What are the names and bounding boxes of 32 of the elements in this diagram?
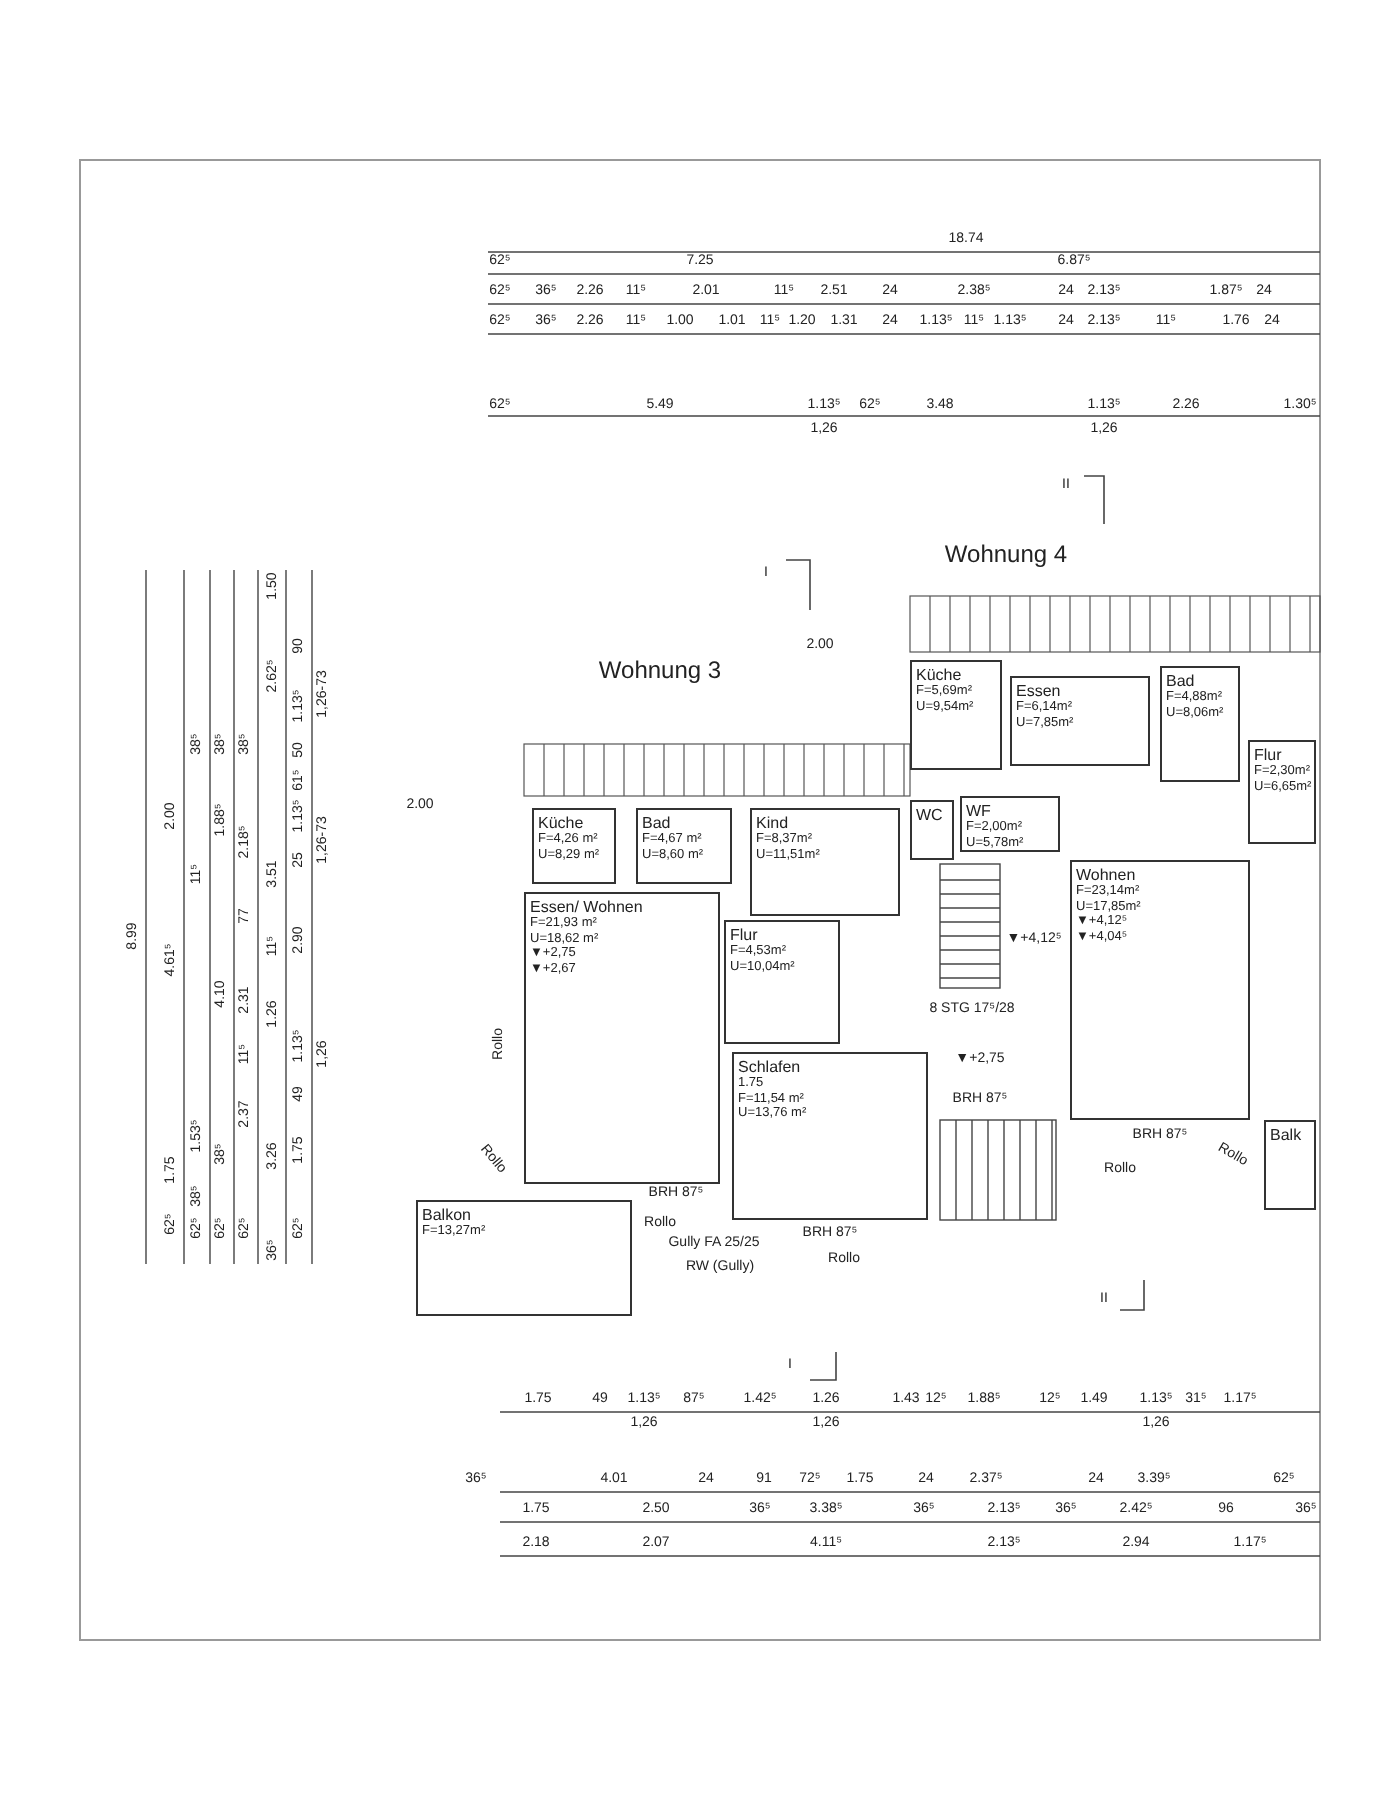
room	[636, 808, 732, 884]
room	[1160, 666, 1240, 782]
room-name: Kind	[756, 814, 791, 832]
room-name: Balk	[1270, 1126, 1304, 1144]
room-name: Wohnen	[1076, 866, 1138, 884]
room	[1248, 740, 1316, 844]
room-name: Küche	[538, 814, 586, 832]
room-name: WF	[966, 802, 993, 820]
apartment-title: Wohnung 3	[598, 656, 722, 684]
apartment-title: Wohnung 4	[944, 540, 1068, 568]
room	[910, 660, 1002, 770]
room	[910, 800, 954, 860]
room	[724, 920, 840, 1044]
room-name: Bad	[642, 814, 673, 832]
room	[524, 892, 720, 1184]
room-name: Essen/ Wohnen	[530, 898, 645, 916]
room	[750, 808, 900, 916]
room	[1010, 676, 1150, 766]
room	[416, 1200, 632, 1316]
room	[532, 808, 616, 884]
room	[1264, 1120, 1316, 1210]
room	[960, 796, 1060, 852]
room-name: Schlafen	[738, 1058, 803, 1076]
room-name: Flur	[730, 926, 760, 944]
room-name: Essen	[1016, 682, 1063, 700]
room	[1070, 860, 1250, 1120]
room-name: Küche	[916, 666, 964, 684]
room	[732, 1052, 928, 1220]
room-name: Flur	[1254, 746, 1284, 764]
room-name: Balkon	[422, 1206, 473, 1224]
room-name: WC	[916, 806, 945, 824]
room-name: Bad	[1166, 672, 1197, 690]
